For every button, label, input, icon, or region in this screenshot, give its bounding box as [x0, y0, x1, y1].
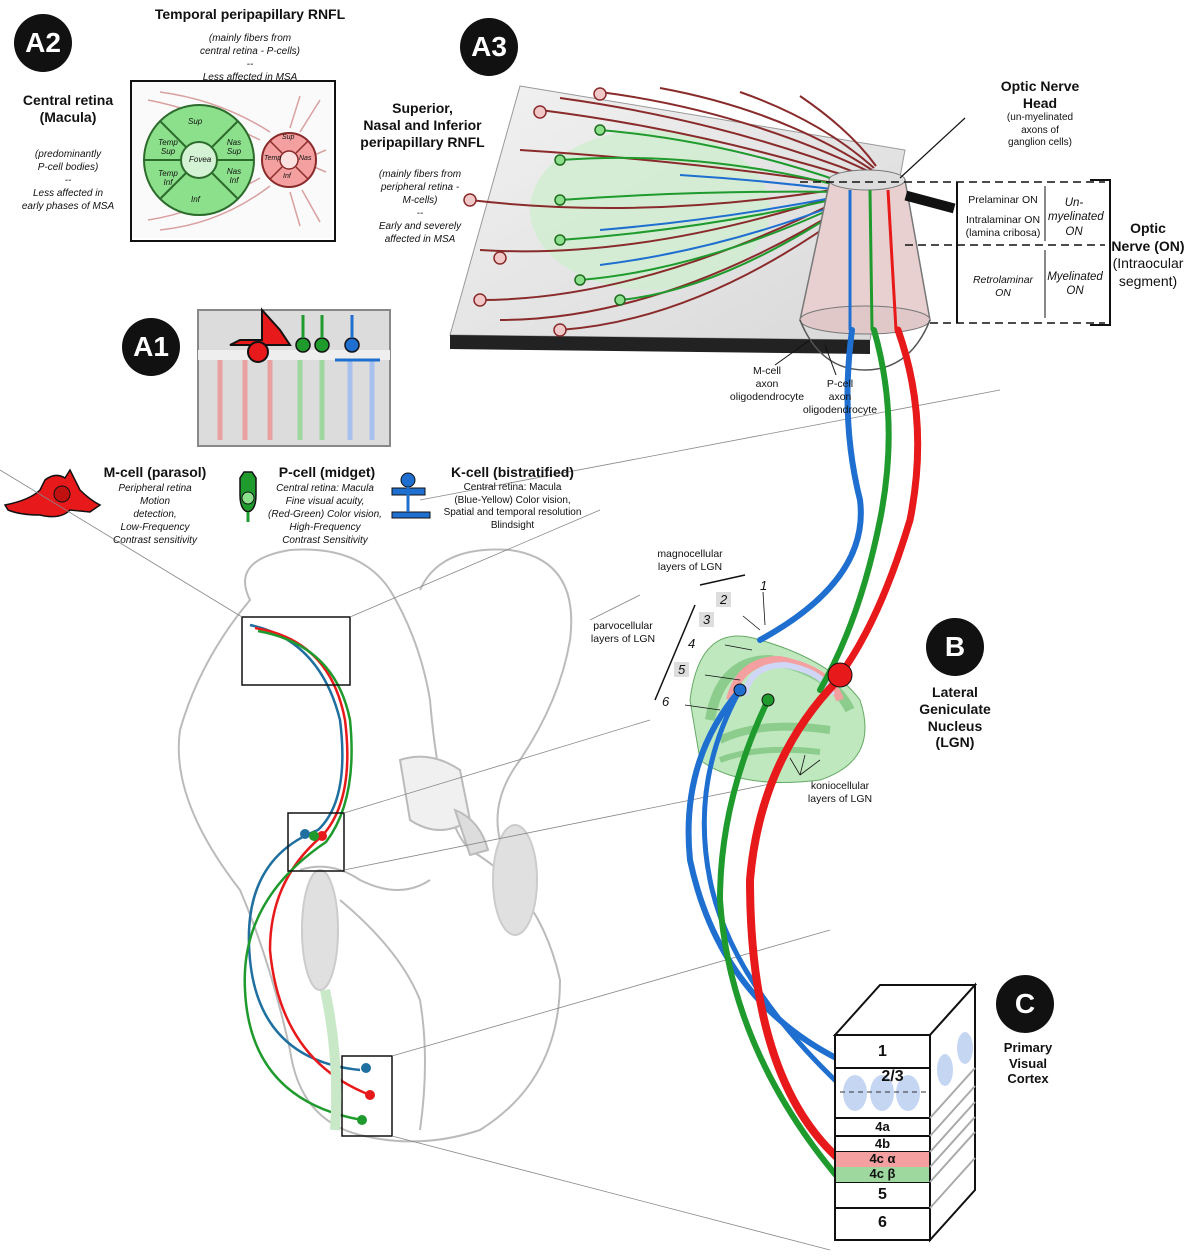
- a2-frame: [130, 80, 336, 242]
- intralaminar-label: Intralaminar ON(lamina cribosa): [965, 214, 1041, 240]
- lgn-layer-4: 4: [688, 636, 696, 651]
- lgn-layer-5: 5: [674, 662, 690, 677]
- macula-sector-nas-sup: Nas Sup: [226, 138, 242, 156]
- macula-sector-fovea: Fovea: [189, 155, 212, 164]
- mcell-icon: [3, 468, 102, 518]
- badge-a3: A3: [460, 18, 518, 76]
- macula-sector-sup: Sup: [188, 117, 203, 126]
- v1-layer-4c-alpha: 4c α: [869, 1151, 896, 1166]
- badge-a2: A2: [14, 14, 72, 72]
- a3-retina-slab: [449, 85, 1111, 376]
- macula-sector-inf: Inf: [191, 195, 200, 204]
- a2-retina-map: [132, 82, 332, 238]
- brain-outline: [177, 548, 573, 1143]
- visual-pathways: [685, 326, 922, 1183]
- v1-layer-2-3: 2/3: [881, 1068, 904, 1085]
- v1-layer-4a: 4a: [875, 1119, 890, 1134]
- disc-sector-nas: Nas: [299, 155, 312, 162]
- v1-layer-4b: 4b: [874, 1136, 891, 1151]
- v1-block: [832, 982, 978, 1243]
- badge-c: C: [996, 975, 1054, 1033]
- macula-sector-nas-inf: Nas Inf: [226, 167, 242, 185]
- disc-sector-inf: Inf: [283, 173, 291, 180]
- kcell-description: Central retina: Macula(Blue-Yellow) Colo…: [443, 482, 582, 531]
- a2-left-title: Central retina(Macula): [22, 92, 114, 125]
- badge-b: B: [926, 618, 984, 676]
- lgn-layer-2: 2: [716, 592, 732, 607]
- kcell-title: K-cell (bistratified): [451, 464, 574, 480]
- macula-sector-temp-inf: Temp Inf: [158, 169, 178, 187]
- mcell-title: M-cell (parasol): [103, 464, 207, 480]
- lgn-layer-6: 6: [662, 694, 670, 709]
- a2-title: Temporal peripapillary RNFL: [154, 6, 346, 22]
- lgn-layer-3: 3: [699, 612, 715, 627]
- pcell-icon: [239, 471, 257, 522]
- badge-a1: A1: [122, 318, 180, 376]
- v1-layer-5: 5: [878, 1186, 887, 1203]
- lgn-layer-1: 1: [760, 578, 768, 593]
- macula-sector-temp-sup: Temp Sup: [158, 138, 178, 156]
- lgn-structure: [589, 574, 866, 783]
- prelaminar-label: Prelaminar ON: [968, 194, 1038, 206]
- disc-sector-temp: Temp: [264, 155, 282, 162]
- pcell-title: P-cell (midget): [278, 464, 376, 480]
- a1-cell-box: [197, 307, 391, 447]
- disc-sector-sup: Sup: [282, 134, 295, 141]
- kcell-icon: [391, 472, 431, 519]
- optic-nerve-title: Optic Nerve (ON) (Intraocular segment): [1111, 220, 1185, 289]
- v1-layer-1: 1: [878, 1043, 887, 1060]
- v1-layer-6: 6: [878, 1214, 887, 1231]
- v1-layer-4c-beta: 4c β: [869, 1166, 896, 1181]
